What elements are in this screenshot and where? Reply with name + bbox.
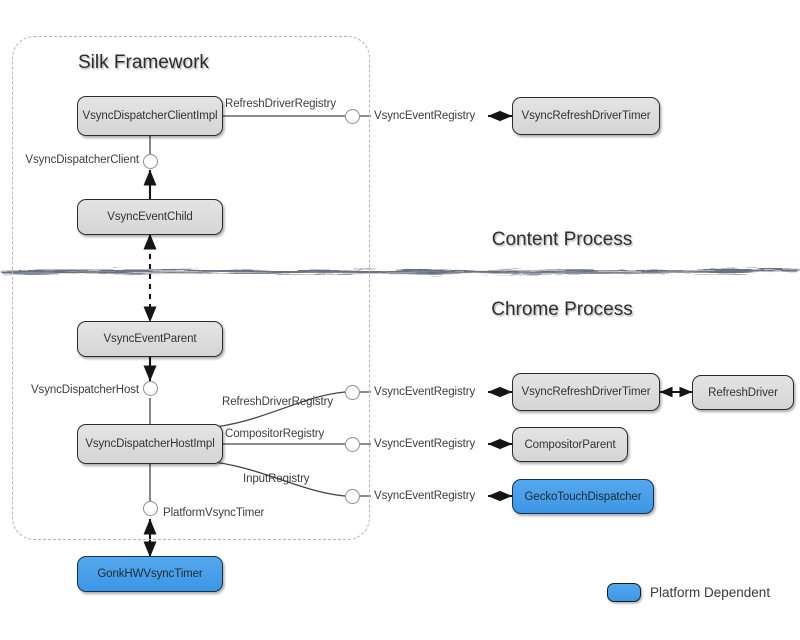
label-vsync-event-registry-input: VsyncEventRegistry xyxy=(374,490,476,502)
label-compositor-registry: CompositorRegistry xyxy=(225,428,325,440)
silk-framework-title: Silk Framework xyxy=(78,52,209,73)
node-vsync-dispatcher-host-impl[interactable]: VsyncDispatcherHostImpl xyxy=(77,424,223,464)
port-vsync-dispatcher-client[interactable] xyxy=(142,154,158,169)
silk-framework-container xyxy=(12,36,370,540)
label-vsync-event-registry-top: VsyncEventRegistry xyxy=(374,110,476,122)
node-refresh-driver[interactable]: RefreshDriver xyxy=(692,375,794,410)
node-compositor-parent[interactable]: CompositorParent xyxy=(512,427,628,462)
port-input-registry[interactable] xyxy=(345,488,360,504)
node-gonk-hw-vsync-timer[interactable]: GonkHWVsyncTimer xyxy=(77,556,223,592)
node-vsync-dispatcher-client-impl[interactable]: VsyncDispatcherClientImpl xyxy=(77,96,223,136)
node-vsync-event-parent[interactable]: VsyncEventParent xyxy=(77,321,223,357)
edge-host-impl-to-refresh-registry-port xyxy=(204,391,346,429)
label-vsync-event-registry-compositor: VsyncEventRegistry xyxy=(374,438,476,450)
port-compositor-registry[interactable] xyxy=(345,436,360,452)
legend: Platform Dependent xyxy=(607,583,770,602)
node-gecko-touch-dispatcher[interactable]: GeckoTouchDispatcher xyxy=(512,479,654,514)
label-vsync-dispatcher-client: VsyncDispatcherClient xyxy=(25,154,139,166)
chrome-process-label: Chrome Process xyxy=(491,299,633,320)
label-refresh-driver-registry-top: RefreshDriverRegistry xyxy=(225,98,337,110)
label-input-registry: InputRegistry xyxy=(243,473,310,485)
port-platform-vsync-timer[interactable] xyxy=(142,501,158,516)
node-vsync-event-child[interactable]: VsyncEventChild xyxy=(77,199,223,235)
label-platform-vsync-timer: PlatformVsyncTimer xyxy=(163,507,265,519)
legend-platform-dependent-swatch xyxy=(607,583,641,602)
node-vsync-refresh-driver-timer-bottom[interactable]: VsyncRefreshDriverTimer xyxy=(512,373,660,411)
content-process-label: Content Process xyxy=(491,229,633,250)
label-vsync-dispatcher-host: VsyncDispatcherHost xyxy=(30,384,139,396)
port-refresh-driver-registry-bottom[interactable] xyxy=(345,384,360,400)
edge-host-impl-to-input-registry-port xyxy=(204,460,346,497)
label-refresh-driver-registry-bottom: RefreshDriverRegistry xyxy=(222,396,334,408)
node-vsync-refresh-driver-timer-top[interactable]: VsyncRefreshDriverTimer xyxy=(512,97,660,135)
port-refresh-driver-registry-top[interactable] xyxy=(345,108,360,124)
port-vsync-dispatcher-host[interactable] xyxy=(142,381,158,396)
process-divider xyxy=(0,268,800,275)
legend-platform-dependent-label: Platform Dependent xyxy=(650,585,771,600)
label-vsync-event-registry-refresh: VsyncEventRegistry xyxy=(374,386,476,398)
